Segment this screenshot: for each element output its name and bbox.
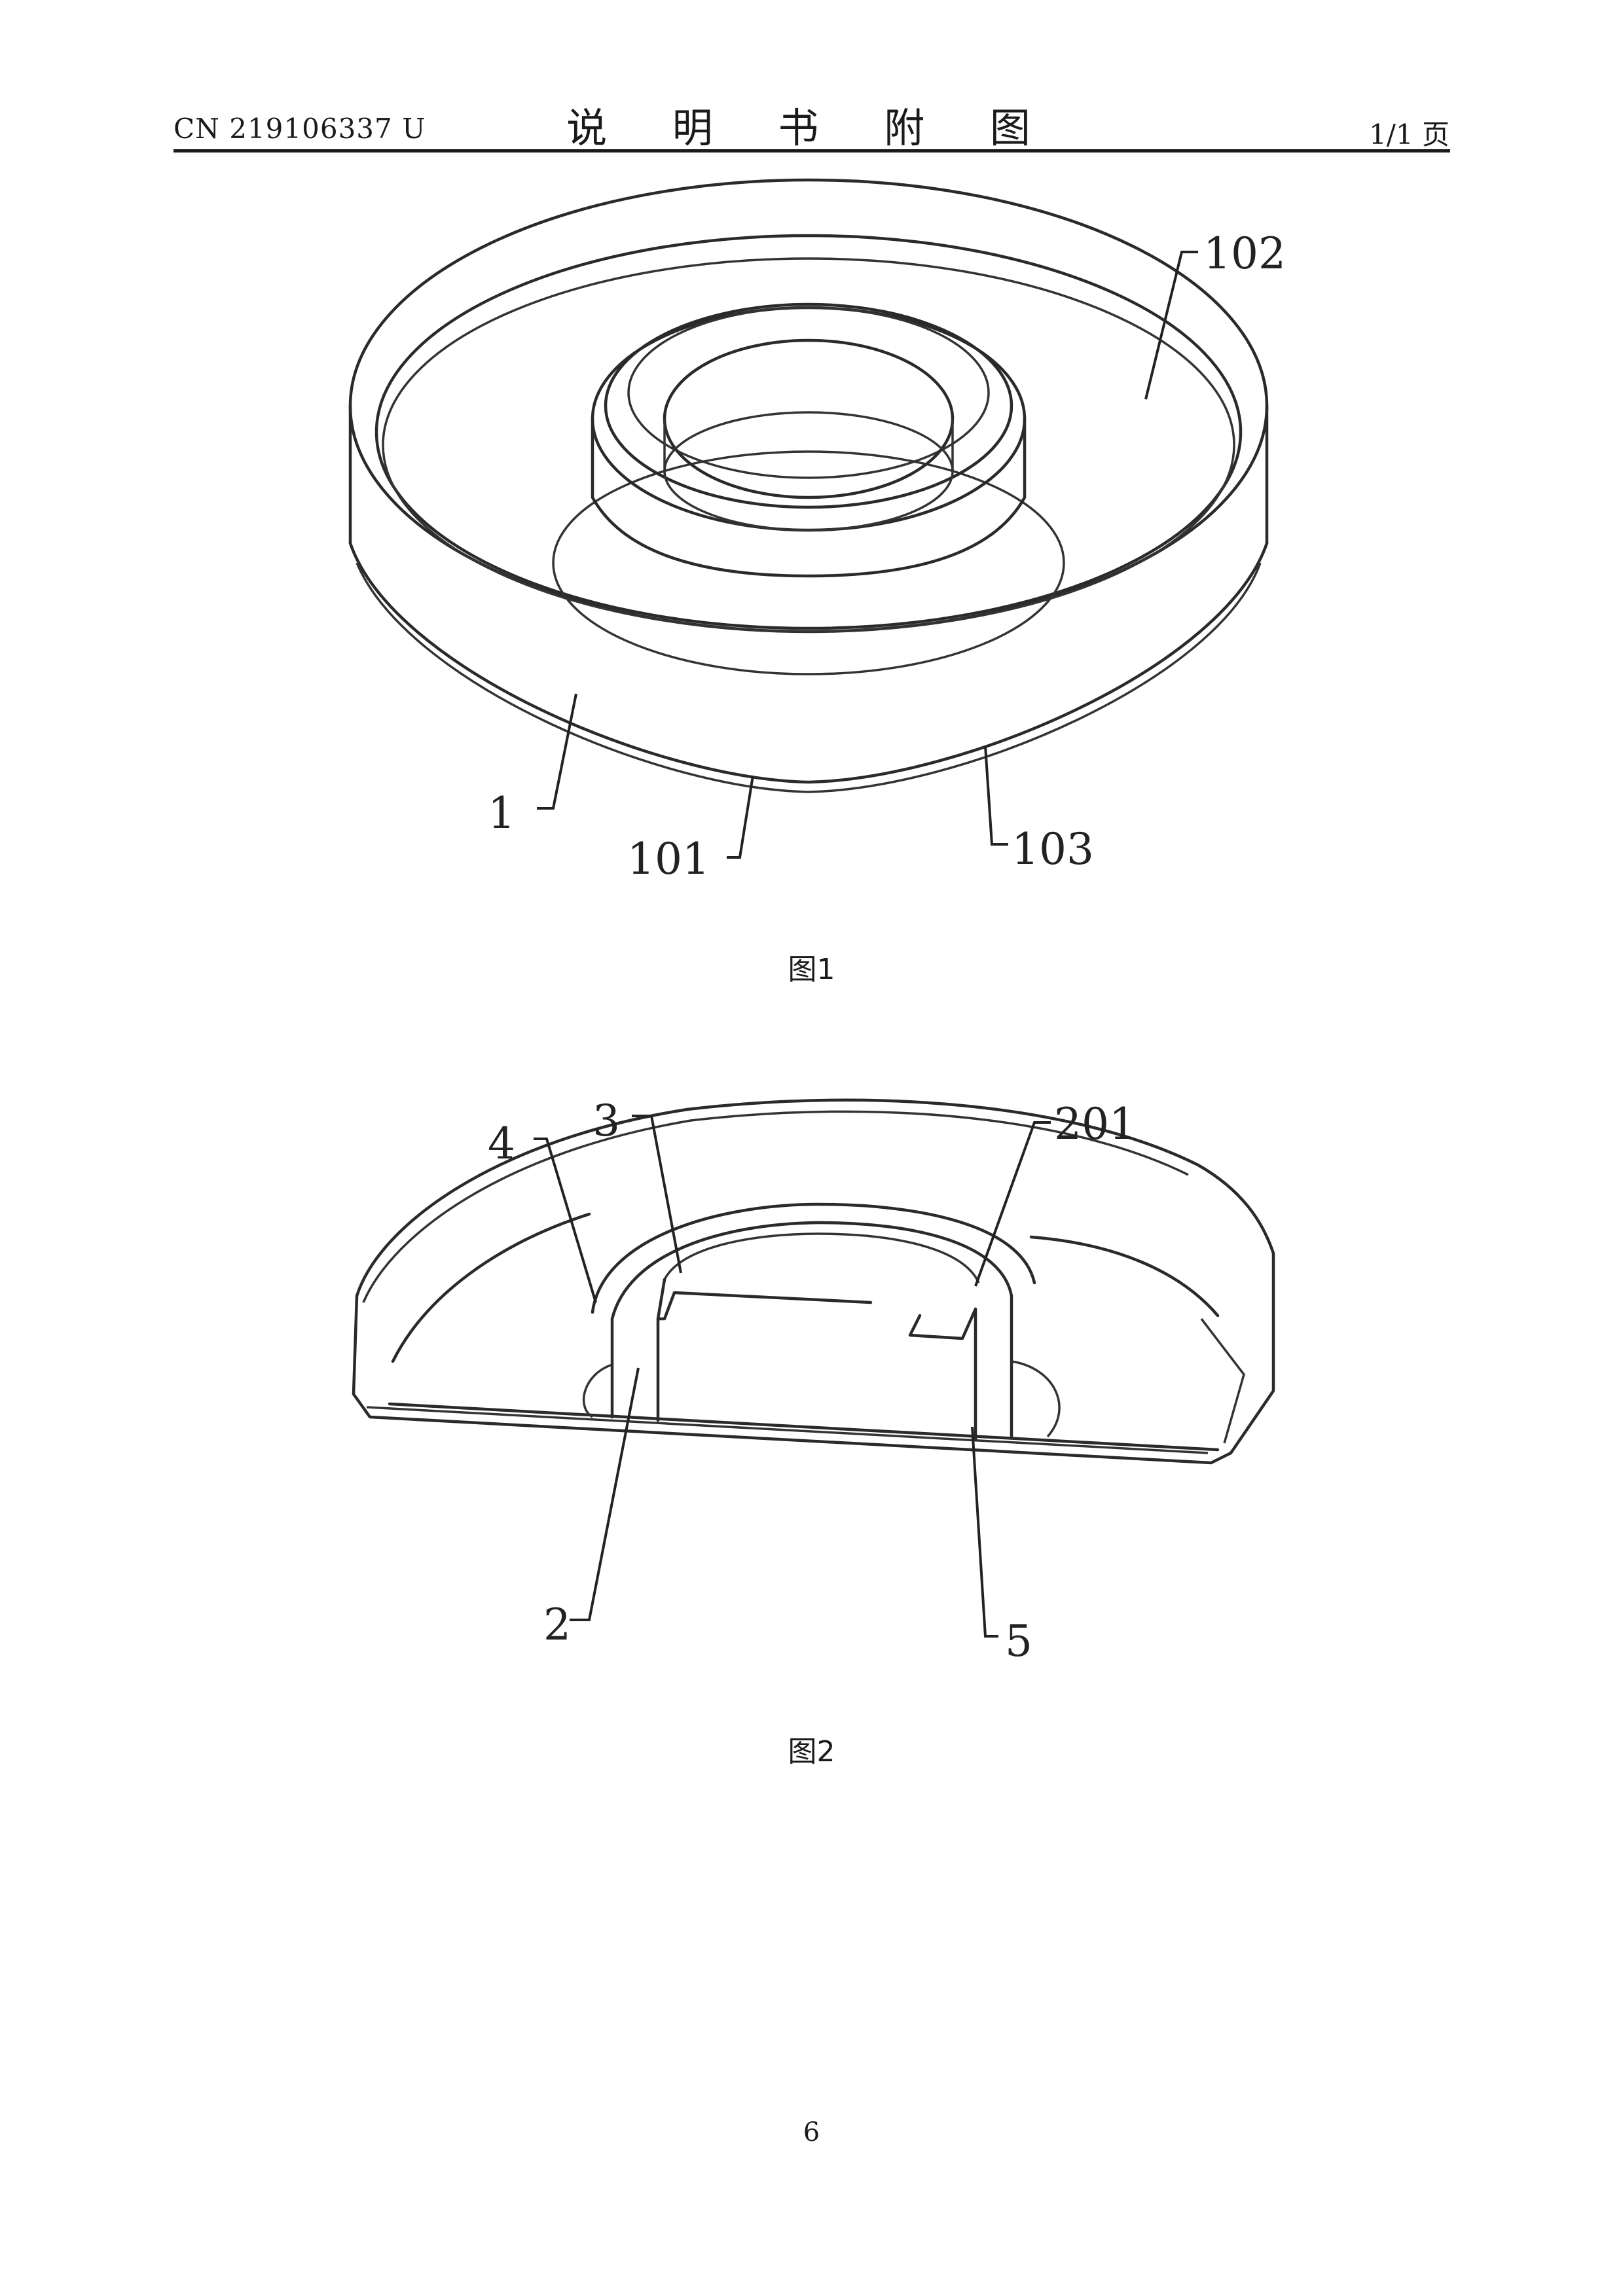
label-1: 1 <box>488 788 515 838</box>
leader-3 <box>632 1115 682 1274</box>
label-5: 5 <box>1005 1616 1032 1666</box>
label-4: 4 <box>488 1119 515 1169</box>
leader-5 <box>971 1426 998 1638</box>
leader-4 <box>534 1138 597 1303</box>
figure-2-drawing: 3 4 201 2 5 <box>352 1096 1275 1666</box>
figure-1-caption: 图1 <box>788 953 835 986</box>
figure-2-caption: 图2 <box>788 1735 835 1768</box>
leader-103 <box>984 745 1008 846</box>
label-103: 103 <box>1012 824 1094 874</box>
leader-201 <box>974 1121 1051 1287</box>
label-101: 101 <box>627 834 710 884</box>
label-2: 2 <box>543 1600 571 1650</box>
document-number: CN 219106337 U <box>173 113 426 145</box>
leader-101 <box>727 775 754 859</box>
page-title: 说 明 书 附 图 <box>566 104 1057 152</box>
label-102: 102 <box>1203 228 1286 279</box>
header-rule <box>173 149 1450 152</box>
leader-1 <box>537 693 577 810</box>
page-number: 6 <box>803 2117 820 2147</box>
label-201: 201 <box>1054 1099 1137 1149</box>
page-fraction: 1/1 页 <box>1369 118 1450 151</box>
leader-102 <box>1144 251 1198 400</box>
label-3: 3 <box>593 1096 620 1146</box>
leader-2 <box>570 1367 640 1621</box>
figure-1-drawing: 102 1 101 103 <box>348 178 1286 884</box>
